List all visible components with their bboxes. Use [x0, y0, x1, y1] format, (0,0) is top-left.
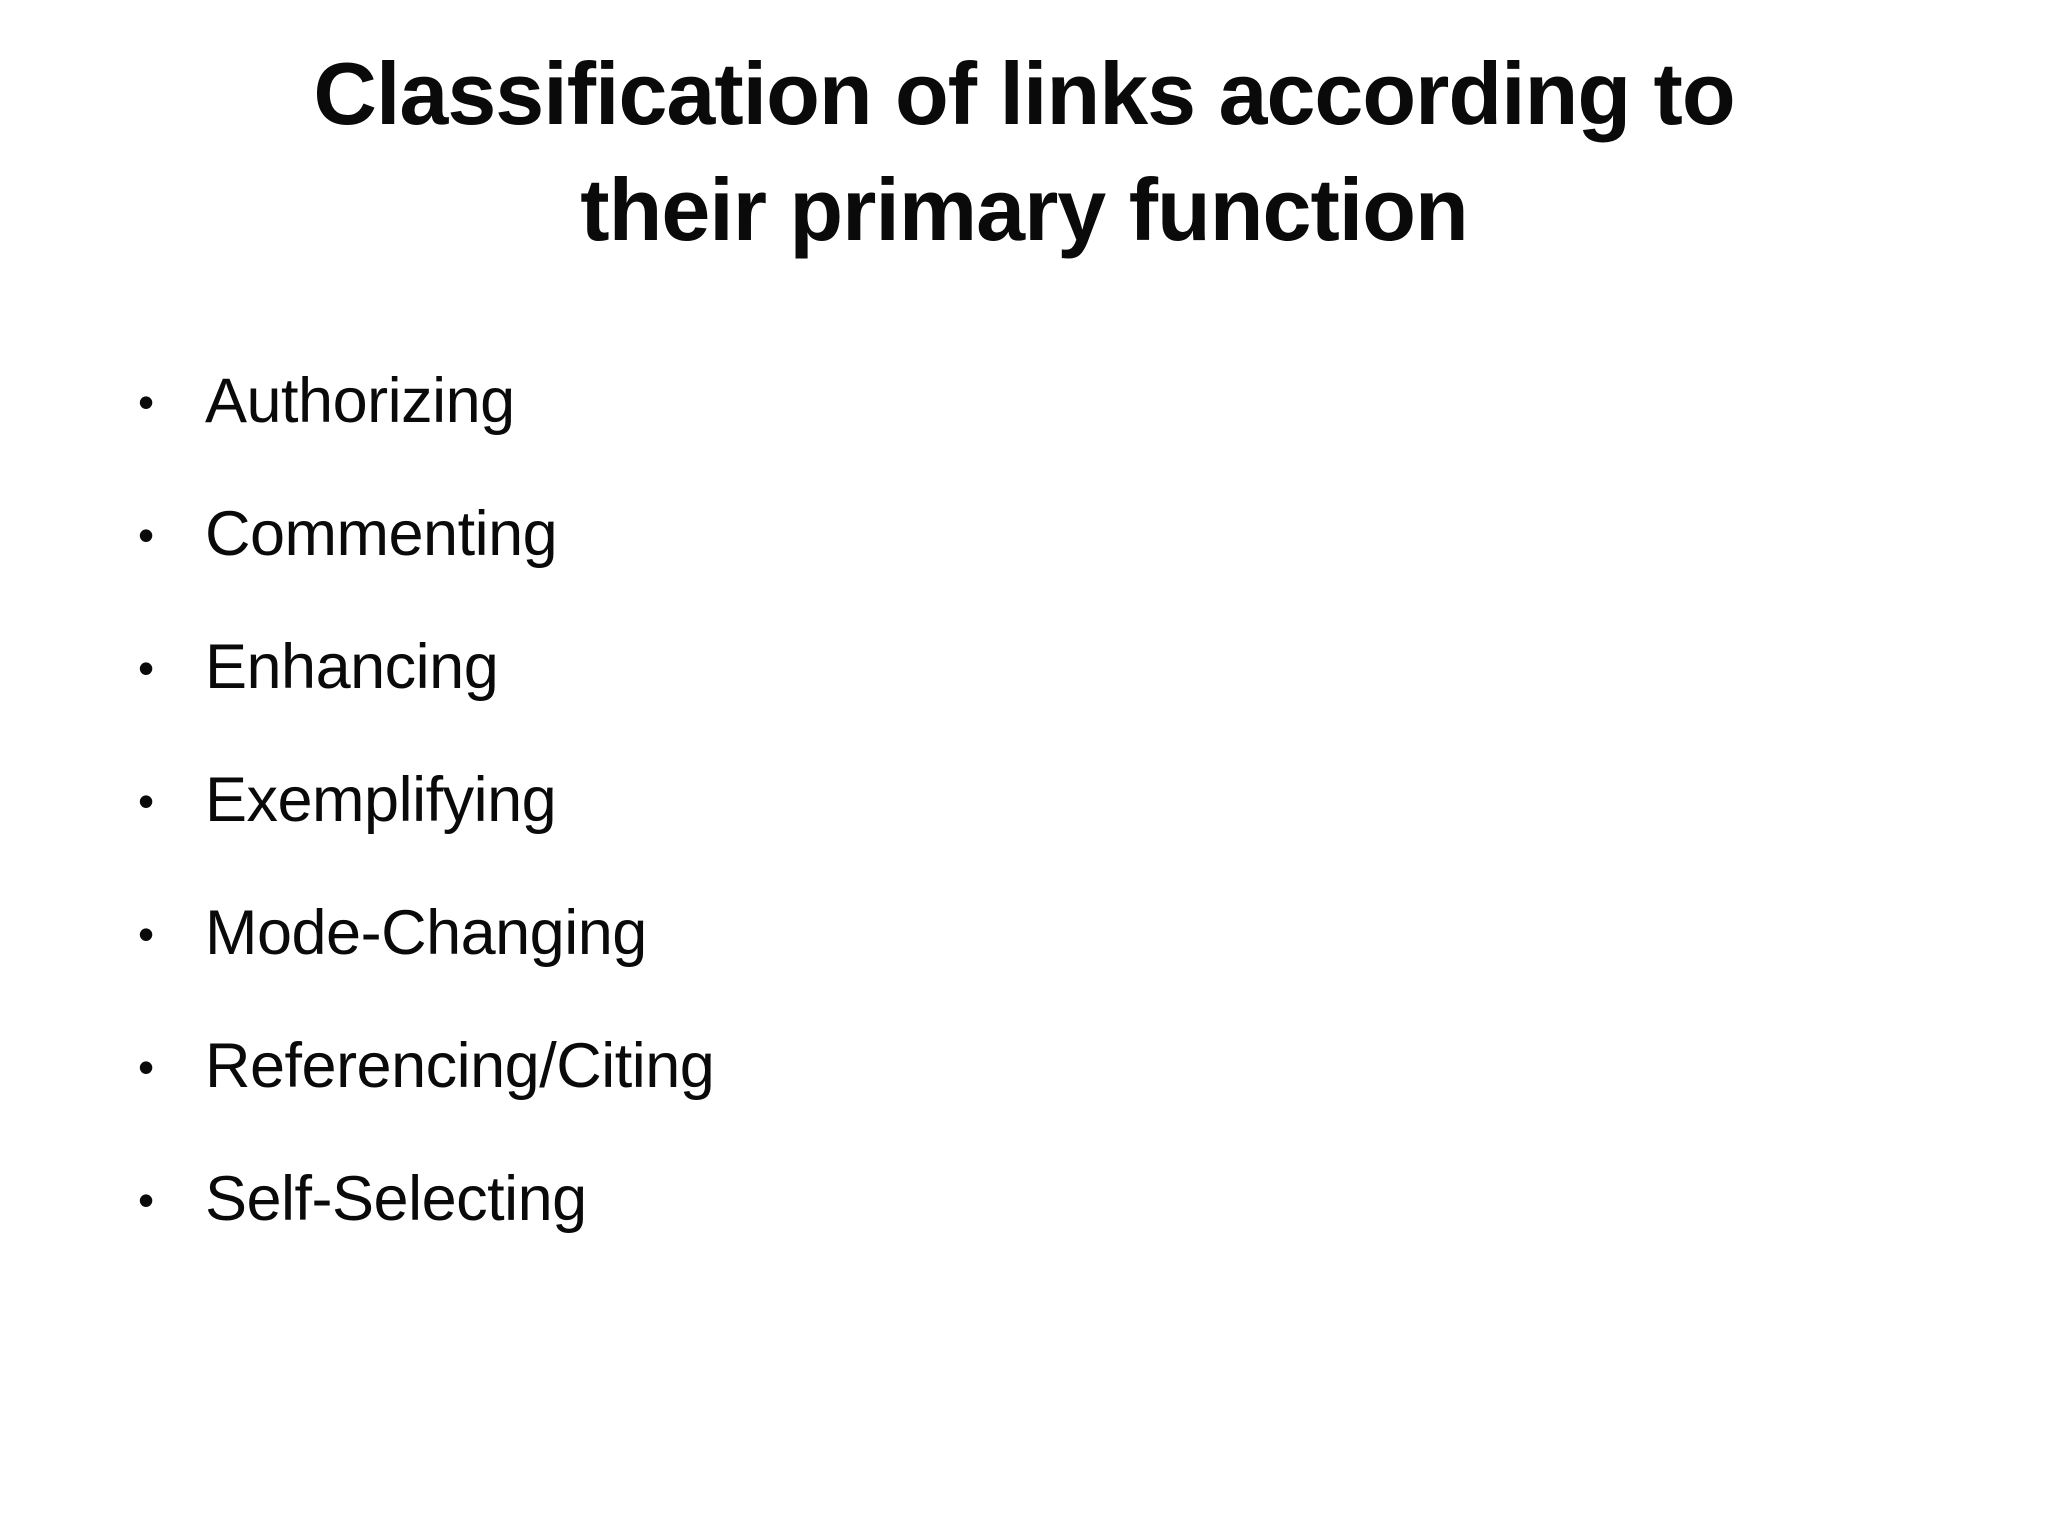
bullet-label: Self-Selecting [205, 1163, 587, 1234]
bullet-icon: • [138, 641, 154, 694]
list-item: • Referencing/Citing [138, 999, 1928, 1132]
bullet-icon: • [138, 907, 154, 960]
list-item: • Self-Selecting [138, 1132, 1928, 1265]
bullet-label: Enhancing [205, 631, 499, 702]
list-item: • Exemplifying [138, 733, 1928, 866]
bullet-icon: • [138, 508, 154, 561]
list-item: • Enhancing [138, 600, 1928, 733]
bullet-label: Authorizing [205, 365, 515, 436]
bullet-label: Referencing/Citing [205, 1030, 715, 1101]
slide-title: Classification of links according to the… [0, 0, 2048, 268]
bullet-label: Commenting [205, 498, 558, 569]
bullet-list: • Authorizing • Commenting • Enhancing •… [138, 334, 1928, 1265]
list-item: • Commenting [138, 467, 1928, 600]
bullet-icon: • [138, 1040, 154, 1093]
bullet-icon: • [138, 1173, 154, 1226]
list-item: • Authorizing [138, 334, 1928, 467]
slide-title-line-2: their primary function [580, 160, 1468, 259]
bullet-label: Mode-Changing [205, 897, 647, 968]
slide-title-line-1: Classification of links according to [313, 44, 1735, 143]
list-item: • Mode-Changing [138, 866, 1928, 999]
bullet-label: Exemplifying [205, 764, 557, 835]
bullet-icon: • [138, 375, 154, 428]
bullet-icon: • [138, 774, 154, 827]
